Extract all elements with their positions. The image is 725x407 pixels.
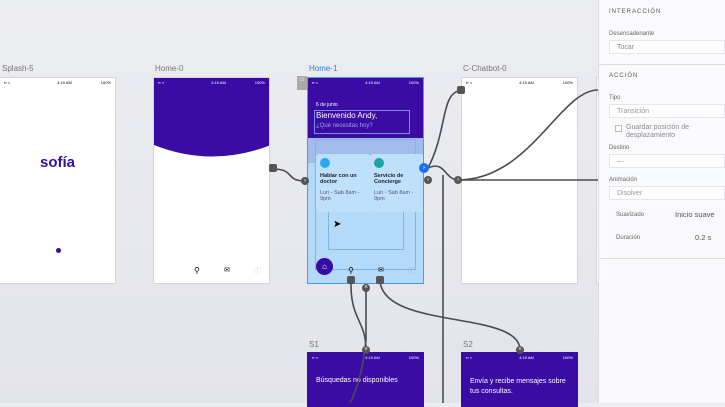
animation-select[interactable]: Disolver [609, 186, 725, 200]
artboard-title-s1[interactable]: S1 [309, 340, 319, 349]
wire-handle[interactable] [376, 276, 384, 284]
mail-icon: ✉ [224, 267, 230, 274]
connector-down-icon[interactable]: ˅ [362, 346, 370, 354]
s1-text: Búsquedas no disponibles [316, 377, 398, 384]
connector-arrow-icon[interactable]: › [454, 176, 462, 184]
status-time: 4:19 AM [57, 80, 72, 85]
mouse-cursor: ➤ [333, 219, 342, 230]
greeting: Bienvenido Andy, [316, 111, 378, 120]
connector-back-icon[interactable]: ‹ [424, 176, 432, 184]
wire-home1-chatbot-top [427, 89, 463, 169]
artboard-splash[interactable]: ▪▪ ≈ 4:19 AM 100% sofía [0, 77, 116, 284]
status-battery: 100% [562, 80, 573, 85]
wire-handle[interactable] [269, 164, 277, 172]
trigger-label: Desencadenante [609, 31, 655, 37]
status-time: 4:19 AM [519, 80, 534, 85]
scroll-checkbox[interactable] [615, 125, 622, 132]
status-time: 4:19 AM [211, 80, 226, 85]
artboard-title-s2[interactable]: S2 [463, 340, 473, 349]
status-battery: 100% [408, 355, 419, 360]
interaction-panel: INTERACCIÓN Desencadenante Tocar ACCIÓN … [598, 0, 725, 403]
home-button[interactable]: ⌂ [316, 258, 333, 275]
status-time: 4:19 AM [365, 80, 380, 85]
sofia-logo: sofía [39, 154, 75, 171]
header-wave [154, 78, 269, 157]
status-time: 4:19 AM [519, 355, 534, 360]
type-select[interactable]: Transición [609, 104, 725, 118]
card-title: Servicio de Concierge [374, 173, 404, 185]
wire-home0-home1 [272, 168, 306, 182]
duration-input[interactable]: 0.2 s [695, 233, 712, 242]
trigger-select[interactable]: Tocar [609, 40, 725, 54]
wire-handle[interactable] [347, 276, 355, 284]
scroll-checkbox-label[interactable]: Guardar posición de desplazamiento [626, 124, 690, 139]
s2-text: Envía y recibe mensajes sobre tus consul… [470, 378, 566, 395]
wire-handle[interactable] [457, 86, 465, 94]
status-time: 4:19 AM [365, 355, 380, 360]
artboard-title-home1[interactable]: Home-1 [309, 64, 338, 73]
animation-label: Animación [609, 177, 638, 183]
artboard-title-splash[interactable]: Splash-5 [2, 64, 34, 73]
interaction-heading: INTERACCIÓN [609, 9, 662, 15]
status-battery: 100% [408, 80, 419, 85]
card-hours: Lun - Sab 8am - 9pm [320, 190, 360, 202]
type-label: Tipo [609, 95, 621, 101]
card-concierge[interactable]: Servicio de Concierge Lun - Sab 8am - 9p… [370, 154, 423, 212]
mail-icon[interactable]: ✉ [378, 267, 384, 274]
signal-icon: ▪▪ ≈ [4, 80, 11, 85]
destination-label: Destino [609, 145, 630, 151]
destination-select[interactable]: — [609, 154, 725, 168]
wire-mail-s2 [379, 280, 521, 351]
card-title: Hablar con un doctor [320, 173, 357, 185]
duration-label: Duración [616, 235, 641, 241]
loading-dot [56, 248, 61, 253]
home-flag-icon[interactable]: ⌂ [297, 76, 307, 90]
artboard-title-home0[interactable]: Home-0 [155, 64, 184, 73]
status-battery: 100% [562, 355, 573, 360]
doctor-icon [320, 158, 330, 168]
date-text: 6 de junio [316, 102, 338, 108]
status-battery: 100% [100, 80, 111, 85]
search-icon[interactable]: ⚲ [348, 266, 354, 275]
connector-up-icon[interactable]: ˄ [362, 284, 370, 292]
chat-icon [374, 158, 384, 168]
info-icon[interactable]: ⓘ [408, 268, 415, 275]
card-hours: Lun - Sab 8am - 9pm [374, 190, 414, 202]
easing-select[interactable]: Inicio suave [675, 210, 715, 219]
connector-selected-arrow-icon[interactable]: › [419, 163, 429, 173]
info-icon: ⓘ [254, 268, 261, 275]
easing-label: Suavizado [616, 212, 645, 218]
wire-chatbot-partial [457, 89, 599, 181]
search-icon: ⚲ [194, 266, 200, 275]
wire-s1-back [349, 288, 367, 403]
status-battery: 100% [254, 80, 265, 85]
question[interactable]: ¿Qué necesitas hoy? [316, 123, 373, 129]
artboard-title-chatbot[interactable]: C-Chatbot-0 [463, 64, 507, 73]
connector-down-icon[interactable]: ˅ [516, 346, 524, 354]
connector-arrow-icon[interactable]: › [301, 177, 309, 185]
action-heading: ACCIÓN [609, 73, 639, 79]
card-doctor[interactable]: Hablar con un doctor Lun - Sab 8am - 9pm [316, 154, 370, 212]
